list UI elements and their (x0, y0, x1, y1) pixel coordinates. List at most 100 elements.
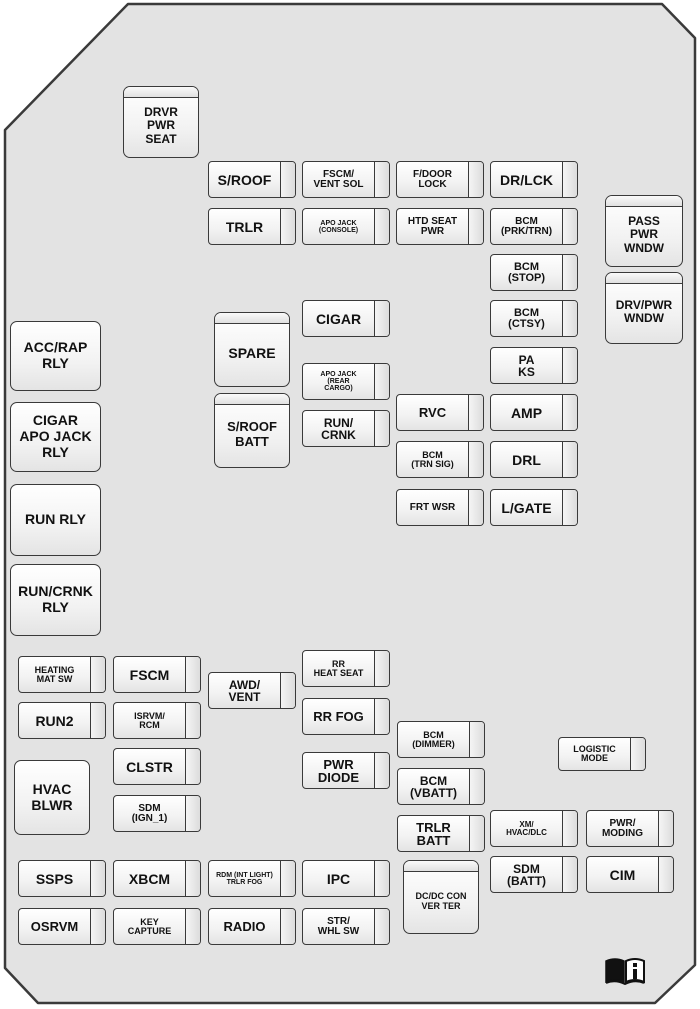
fuse-rdm-trlr-fog: RDM (INT LIGHT) TRLR FOG (208, 860, 296, 897)
fuse-label: BCM (PRK/TRN) (500, 215, 553, 237)
fuse-label: FRT WSR (409, 501, 456, 513)
fuse-label: BCM (STOP) (507, 260, 546, 284)
fuse-label: DC/DC CON VER TER (415, 890, 467, 911)
fuse-radio: RADIO (208, 908, 296, 945)
fuse-pwr-diode: PWR DIODE (302, 752, 390, 789)
fuse-bcm-dimmer: BCM (DIMMER) (397, 721, 485, 758)
relay-acc-rap: ACC/RAP RLY (10, 321, 101, 391)
fuse-label: DRV/PWR WNDW (615, 297, 673, 325)
fuse-cim: CIM (586, 856, 674, 893)
fuse-label: L/GATE (501, 499, 552, 516)
fuse-isrvm-rcm: ISRVM/ RCM (113, 702, 201, 739)
fuse-fscm: FSCM (113, 656, 201, 693)
fuse-s-roof: S/ROOF (208, 161, 296, 198)
fuse-drv-pwr-wndw: DRV/PWR WNDW (605, 272, 683, 344)
fuse-awd-vent: AWD/ VENT (208, 672, 296, 709)
fuse-label: BCM (DIMMER) (412, 729, 455, 749)
fuse-bcm-trn-sig: BCM (TRN SIG) (396, 441, 484, 478)
fuse-ipc: IPC (302, 860, 390, 897)
fuse-sdm-batt: SDM (BATT) (490, 856, 578, 893)
fuse-drl: DRL (490, 441, 578, 478)
fuse-label: FSCM/ VENT SOL (313, 168, 364, 190)
fuse-label: S/ROOF BATT (227, 418, 277, 449)
fuse-label: CLSTR (126, 758, 173, 775)
fuse-rr-fog: RR FOG (302, 698, 390, 735)
fuse-bcm-vbatt: BCM (VBATT) (397, 768, 485, 805)
fuse-dr-lck: DR/LCK (490, 161, 578, 198)
relay-label: HVAC BLWR (31, 780, 73, 813)
fuse-panel-body (3, 2, 697, 1005)
fuse-label: RUN2 (35, 712, 74, 729)
relay-hvac-blwr: HVAC BLWR (14, 760, 90, 835)
book-icon (605, 958, 645, 985)
fuse-run2: RUN2 (18, 702, 106, 739)
relay-run: RUN RLY (10, 484, 101, 556)
fuse-label: STR/ WHL SW (317, 915, 360, 937)
fuse-label: DR/LCK (500, 171, 553, 188)
fuse-osrvm: OSRVM (18, 908, 106, 945)
fuse-xbcm: XBCM (113, 860, 201, 897)
fuse-bcm-stop: BCM (STOP) (490, 254, 578, 291)
fuse-pwr-moding: PWR/ MODING (586, 810, 674, 847)
relay-run-crnk: RUN/CRNK RLY (10, 564, 101, 636)
fuse-trlr-batt: TRLR BATT (397, 815, 485, 852)
fuse-label: CIGAR (315, 310, 362, 327)
relay-label: CIGAR APO JACK RLY (19, 412, 92, 460)
fuse-label: FSCM (129, 666, 170, 683)
fuse-label: BCM (VBATT) (409, 773, 458, 800)
fuse-label: DRVR PWR SEAT (144, 104, 178, 146)
fuse-str-whl-sw: STR/ WHL SW (302, 908, 390, 945)
relay-label: ACC/RAP RLY (23, 339, 88, 371)
fuse-clstr: CLSTR (113, 748, 201, 785)
fuse-label: HEATING MAT SW (34, 664, 75, 684)
fuse-label: XBCM (128, 870, 171, 887)
fuse-label: TRLR BATT (416, 819, 451, 848)
fuse-f-door-lock: F/DOOR LOCK (396, 161, 484, 198)
relay-cigar-apo-jack: CIGAR APO JACK RLY (10, 402, 101, 472)
fuse-label: SDM (IGN_1) (131, 802, 168, 824)
fuse-label: LOGISTIC MODE (573, 744, 616, 763)
fuse-label: DRL (512, 451, 541, 468)
fuse-key-capture: KEY CAPTURE (113, 908, 201, 945)
fuse-label: BCM (CTSY) (508, 306, 545, 330)
fuse-spare: SPARE (214, 312, 290, 387)
fuse-label: SSPS (35, 870, 74, 887)
fuse-label: SPARE (228, 344, 276, 361)
fuse-label: APO JACK (REAR CARGO) (320, 371, 357, 392)
relay-label: RUN/CRNK RLY (18, 583, 93, 615)
fuse-bcm-ctsy: BCM (CTSY) (490, 300, 578, 337)
fuse-label: RUN/ CRNK (321, 415, 356, 442)
fuse-label: RR HEAT SEAT (313, 658, 364, 678)
fuse-label: BCM (TRN SIG) (411, 449, 454, 469)
fuse-label: RADIO (223, 919, 266, 934)
fuse-label: AMP (510, 404, 543, 421)
fuse-label: F/DOOR LOCK (413, 168, 452, 190)
fuse-logistic-mode: LOGISTIC MODE (558, 737, 646, 771)
fuse-htd-seat-pwr: HTD SEAT PWR (396, 208, 484, 245)
fuse-bcm-prk-trn: BCM (PRK/TRN) (490, 208, 578, 245)
fuse-pa-ks: PA KS (490, 347, 578, 384)
fuse-label: SDM (BATT) (506, 861, 547, 888)
fuse-cigar: CIGAR (302, 300, 390, 337)
fuse-label: PASS PWR WNDW (624, 213, 664, 255)
fuse-label: CIM (609, 866, 636, 883)
fuse-label: RDM (INT LIGHT) TRLR FOG (216, 871, 273, 886)
fuse-label: IPC (326, 870, 351, 887)
fuse-fscm-vent-sol: FSCM/ VENT SOL (302, 161, 390, 198)
fuse-label: HTD SEAT PWR (407, 215, 458, 237)
fuse-apo-jack-console: APO JACK (CONSOLE) (302, 208, 390, 245)
fuse-apo-jack-rear-cargo: APO JACK (REAR CARGO) (302, 363, 390, 400)
fuse-label: S/ROOF (217, 171, 272, 188)
fuse-label: KEY CAPTURE (127, 916, 172, 936)
fuse-frt-wsr: FRT WSR (396, 489, 484, 526)
fuse-label: AWD/ VENT (228, 677, 261, 704)
fuse-label: PWR/ MODING (601, 817, 644, 839)
fuse-drvr-pwr-seat: DRVR PWR SEAT (123, 86, 199, 158)
fuse-amp: AMP (490, 394, 578, 431)
fuse-label: APO JACK (CONSOLE) (318, 219, 359, 234)
fuse-l-gate: L/GATE (490, 489, 578, 526)
fuse-heating-mat-sw: HEATING MAT SW (18, 656, 106, 693)
fuse-ssps: SSPS (18, 860, 106, 897)
fuse-rr-heat-seat: RR HEAT SEAT (302, 650, 390, 687)
relay-label: RUN RLY (25, 511, 86, 528)
